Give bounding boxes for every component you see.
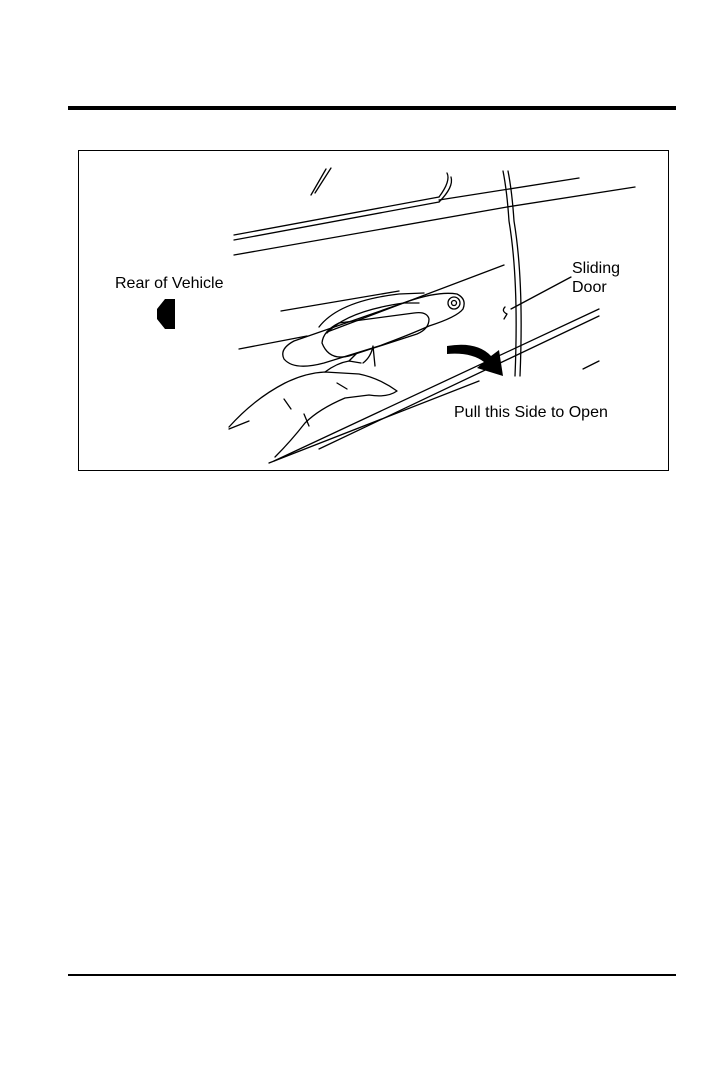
sliding-label: Sliding [572,260,620,278]
pull-direction-arrow-icon [447,345,503,376]
door-label: Door [572,279,607,297]
sliding-door-illustration: Rear of Vehicle Sliding Door Pull this S… [78,150,669,471]
header-rule [68,106,676,110]
door-handle-drawing [79,151,669,471]
footer-rule [68,974,676,976]
rear-of-vehicle-label: Rear of Vehicle [115,275,224,293]
pull-instruction-label: Pull this Side to Open [454,404,608,422]
left-arrow-icon [157,299,175,329]
